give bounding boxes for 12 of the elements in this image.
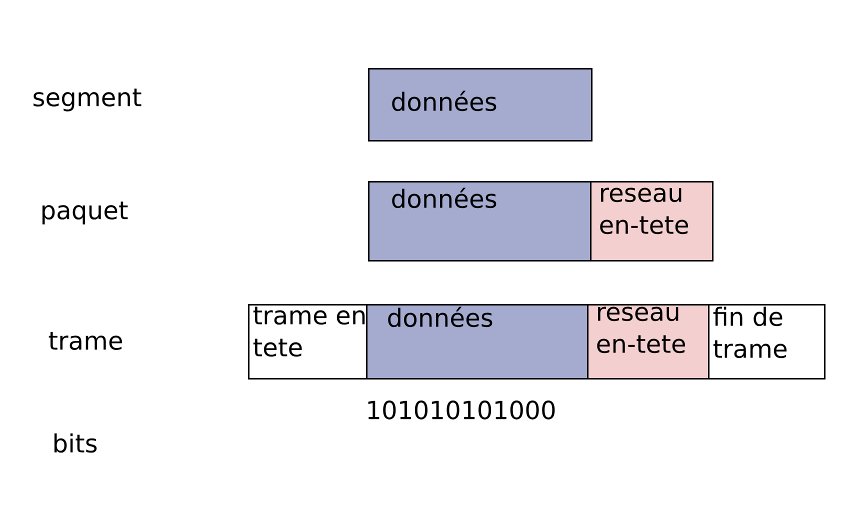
data-block: données — [368, 181, 592, 262]
frame-block: trame en tete — [248, 304, 368, 380]
header-block: reseau en-tete — [587, 304, 710, 380]
layer-label: trame — [48, 332, 122, 350]
header-block: reseau en-tete — [590, 181, 714, 262]
frame-block: fin de trame — [708, 304, 826, 380]
bit-string: 101010101000 — [368, 400, 555, 420]
layer-label: segment — [34, 88, 142, 112]
data-block: données — [368, 68, 592, 142]
layer-label: bits — [54, 433, 97, 453]
data-block: données — [366, 304, 588, 380]
layer-label: paquet — [42, 202, 128, 224]
